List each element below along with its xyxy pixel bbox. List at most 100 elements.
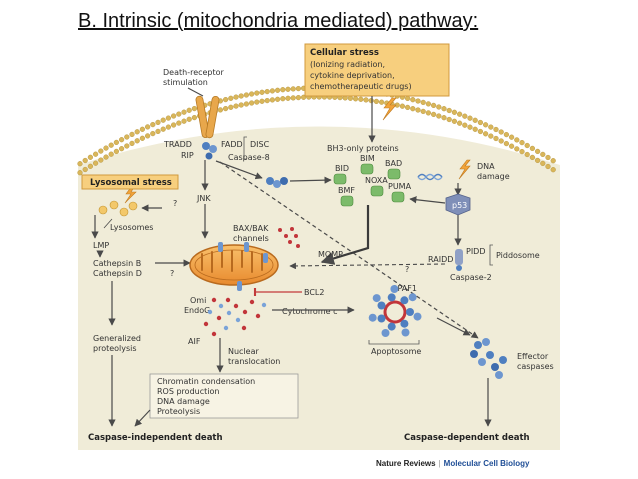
lipid-head <box>108 142 114 148</box>
lipid-head <box>134 138 140 144</box>
lipid-head <box>446 116 452 123</box>
lipid-head <box>259 98 265 104</box>
lipid-head <box>249 100 255 106</box>
lipid-head <box>529 145 536 152</box>
lipid-head <box>87 154 94 160</box>
cytoplasm <box>78 126 560 450</box>
lipid-head <box>488 133 494 139</box>
credit-publisher: Nature Reviews <box>376 459 436 468</box>
lipid-head <box>269 97 276 103</box>
lipid-head <box>368 97 374 104</box>
effector-caspases-label-2: caspases <box>517 362 554 371</box>
lmp-label: LMP <box>93 241 109 250</box>
lipid-head <box>363 97 369 103</box>
apaf1-subunit <box>408 293 417 302</box>
lipid-head <box>264 88 270 95</box>
lipid-head <box>171 122 177 128</box>
lipid-head <box>415 107 421 113</box>
question-mark-jnk: ? <box>173 199 177 208</box>
lipid-head <box>441 115 447 121</box>
piddosome-icon <box>455 249 463 271</box>
lipid-head <box>379 99 385 105</box>
caspase-dependent-death-label: Caspase-dependent death <box>404 433 530 443</box>
nuclear-effects-box <box>149 373 299 419</box>
lipid-head <box>353 96 359 102</box>
apaf1-subunit <box>387 322 396 331</box>
lipid-head <box>290 95 296 101</box>
lipid-head <box>483 122 489 128</box>
apaf1-subunit <box>413 312 422 321</box>
lipid-head <box>155 119 161 126</box>
effector-caspases-label-1: Effector <box>517 352 549 361</box>
lipid-head <box>425 101 432 107</box>
lipid-head <box>145 133 151 139</box>
lipid-head <box>545 154 551 161</box>
nuclear-effect-1: Chromatin condensation <box>157 377 255 386</box>
lipid-head <box>550 167 556 173</box>
lipid-head <box>519 149 525 155</box>
apaf1-subunit <box>368 313 377 322</box>
dna-damage-label-2: damage <box>477 172 510 181</box>
bad-label: BAD <box>385 159 402 168</box>
lipid-head <box>540 160 546 167</box>
bmf-label: BMF <box>338 186 355 195</box>
lipid-head <box>405 104 411 111</box>
apoptosome-icon <box>368 285 422 337</box>
lipid-head <box>77 161 83 167</box>
lipid-head <box>431 111 437 118</box>
lipid-head <box>436 113 442 119</box>
lipid-head <box>124 134 130 140</box>
disc-label: DISC <box>250 140 270 149</box>
p53-label: p53 <box>452 201 467 210</box>
apaf1-label: APAF1 <box>392 284 417 293</box>
generalized-proteolysis-label-2: proteolysis <box>93 344 137 353</box>
cathepsin-d-label: Cathepsin D <box>93 269 142 278</box>
generalized-proteolysis-label-1: Generalized <box>93 334 141 343</box>
bax-bak-label-2: channels <box>233 234 269 243</box>
caspase-independent-death-label: Caspase-independent death <box>88 433 223 443</box>
lipid-head <box>249 91 255 97</box>
lipid-head <box>295 94 302 101</box>
lipid-head <box>358 96 364 102</box>
lipid-head <box>233 103 239 109</box>
lipid-head <box>436 104 442 110</box>
lipid-head <box>113 139 120 146</box>
apoptosome-core <box>383 300 407 324</box>
lipid-head <box>118 146 125 152</box>
lipid-head <box>420 108 426 115</box>
lipid-head <box>534 157 541 164</box>
lipid-head <box>472 117 478 123</box>
nuclear-effect-2: ROS production <box>157 387 219 396</box>
nuclear-translocation-label-1: Nuclear <box>228 347 260 356</box>
caspase2-label: Caspase-2 <box>450 273 492 282</box>
noxa-label: NOXA <box>365 176 388 185</box>
rip-label: RIP <box>181 151 194 160</box>
bim-label: BIM <box>360 154 375 163</box>
lipid-head <box>134 129 140 135</box>
piddosome-label: Piddosome <box>496 251 540 260</box>
lipid-head <box>534 148 541 155</box>
cellular-stress-line-3: chemotherapeutic drugs) <box>310 82 412 91</box>
lipid-head <box>275 96 281 102</box>
jnk-label: JNK <box>196 194 211 203</box>
lipid-head <box>139 135 146 141</box>
lipid-head <box>420 99 426 106</box>
lipid-head <box>92 151 99 157</box>
lipid-head <box>410 106 416 112</box>
lipid-head <box>472 126 478 132</box>
lipid-head <box>181 118 187 124</box>
lipid-head <box>524 151 530 158</box>
apoptosome-label: Apoptosome <box>371 347 421 356</box>
lipid-head <box>483 131 489 137</box>
lipid-head <box>477 128 484 135</box>
bh3-title: BH3-only proteins <box>327 144 399 153</box>
apaf1-subunit <box>400 296 409 305</box>
lipid-head <box>223 96 229 103</box>
lipid-head <box>129 140 135 147</box>
lipid-head <box>399 103 406 109</box>
lipid-head <box>139 126 146 132</box>
lipid-head <box>145 124 151 130</box>
lipid-head <box>410 97 416 103</box>
dna-damage-label-1: DNA <box>477 162 495 171</box>
cytochrome-c-label: Cytochrome c <box>282 307 337 316</box>
